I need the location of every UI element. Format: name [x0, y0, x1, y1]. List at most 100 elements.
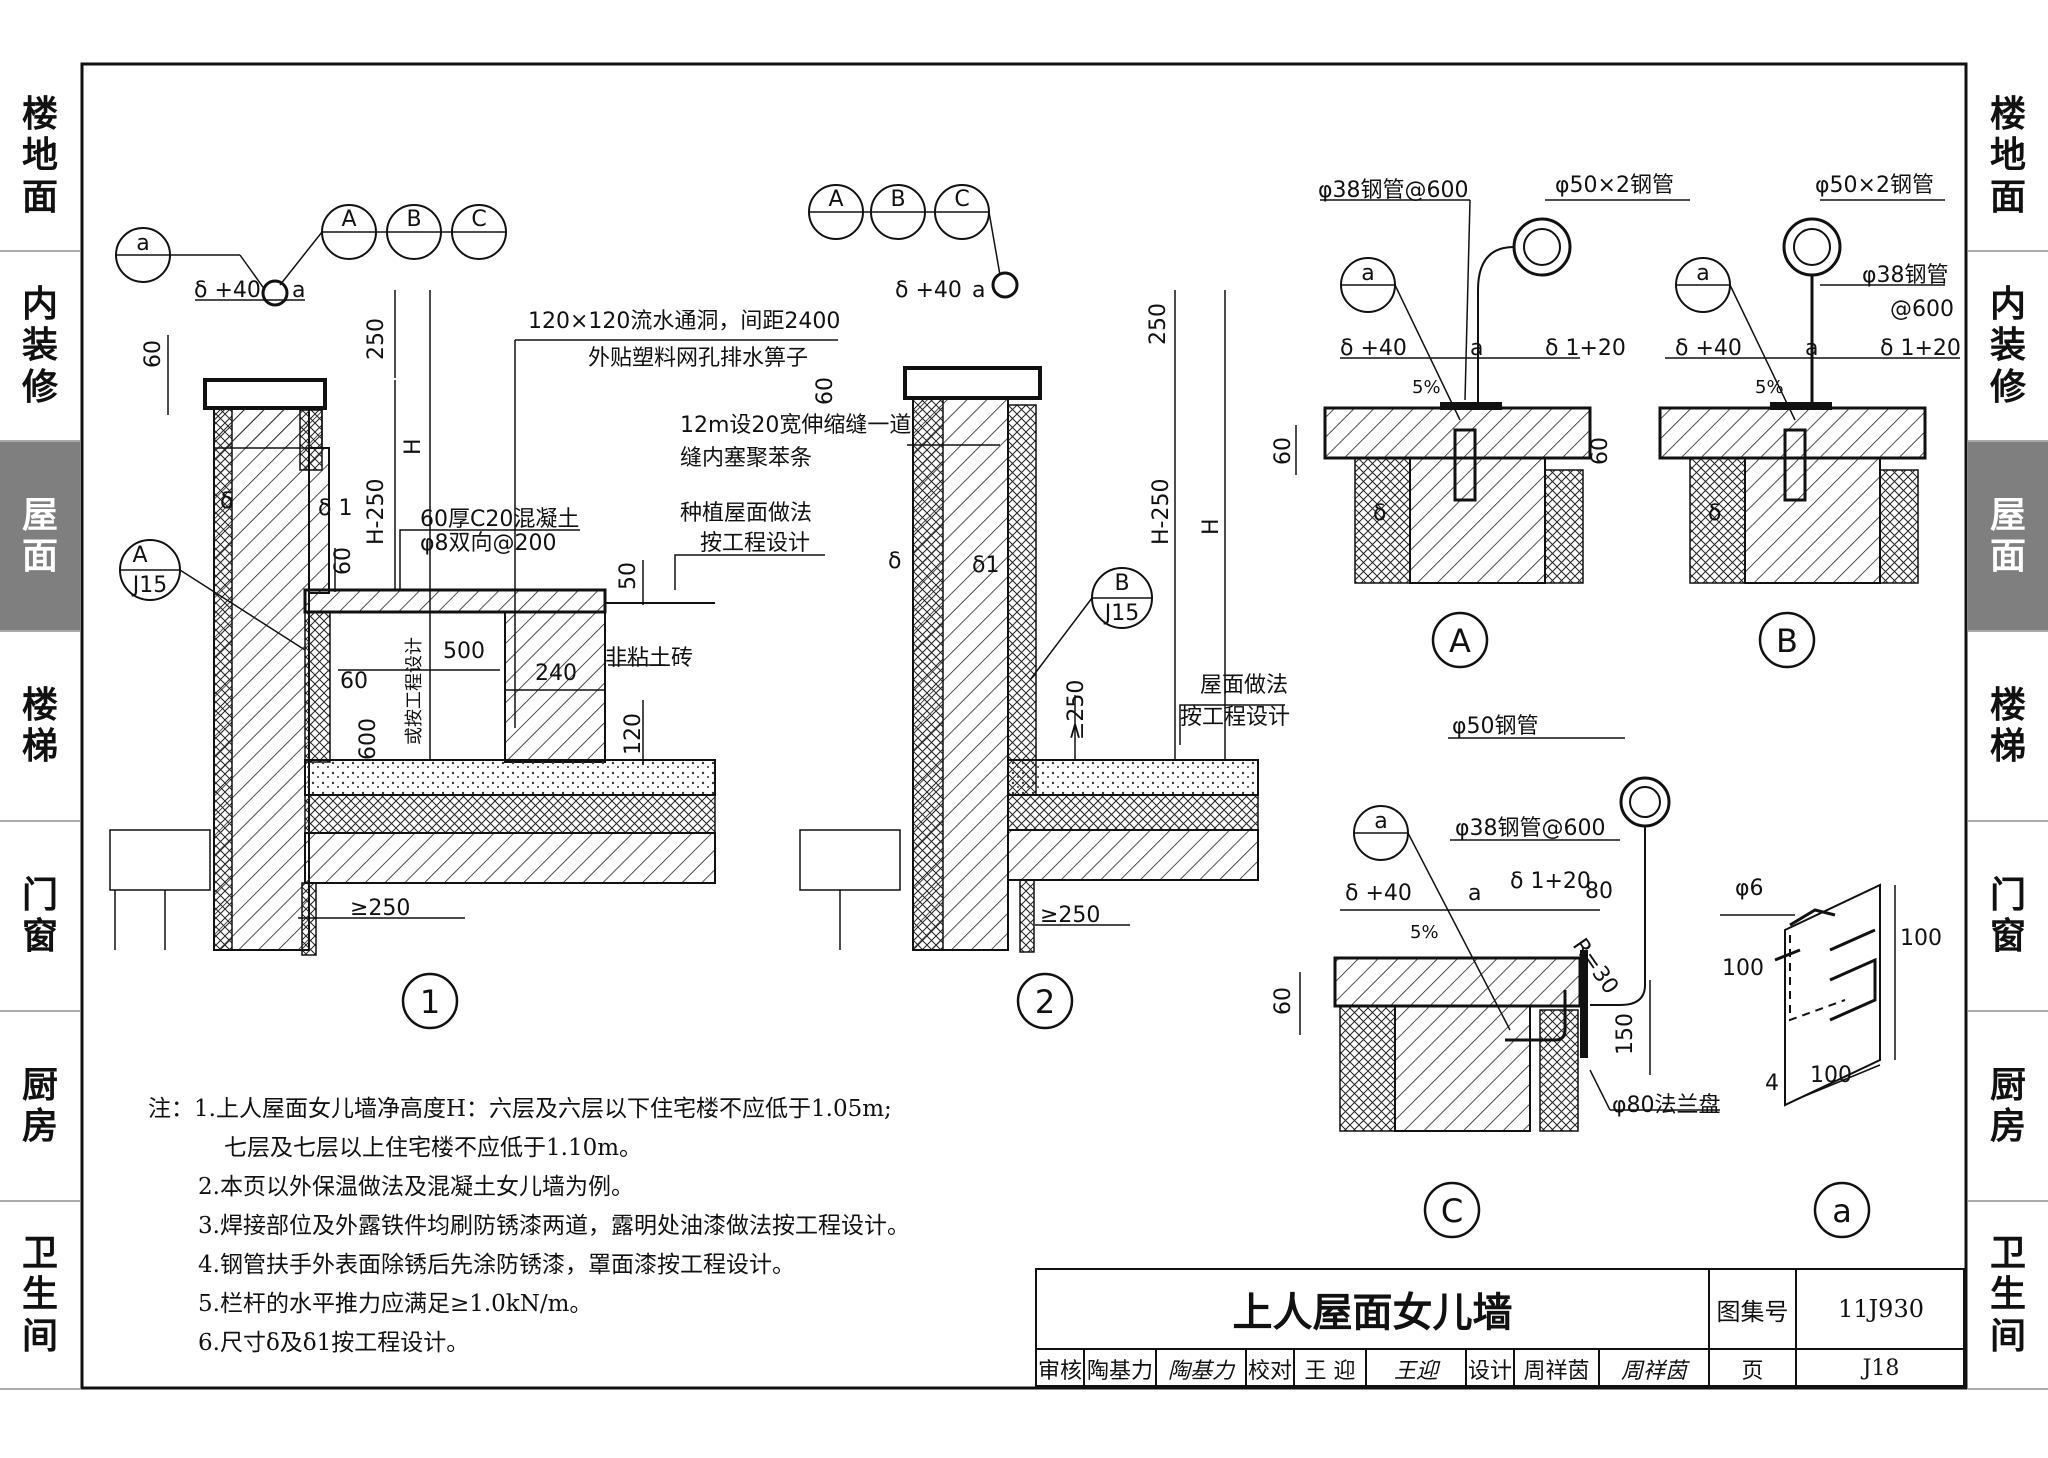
side-tab-char: 楼 — [1989, 684, 2026, 726]
side-tab-char: 地 — [1989, 135, 2026, 177]
side-tab-char: 屋 — [21, 494, 58, 536]
review-label: 审核 — [1037, 1350, 1085, 1387]
side-tab-char: 楼 — [21, 93, 58, 135]
da-d4: 4 — [1765, 1071, 1779, 1096]
dB-pipe50: φ50×2钢管 — [1815, 173, 1934, 198]
note-5: 5.栏杆的水平推力应满足≥1.0kN/m。 — [198, 1291, 593, 1317]
d2-plant2: 按工程设计 — [700, 531, 810, 556]
side-tab-char: 门 — [21, 874, 58, 916]
drawing-frame — [80, 62, 1968, 1390]
d1-d500: 500 — [443, 639, 485, 664]
side-tab-1[interactable]: 内装修 — [0, 252, 80, 442]
ref-C-1: C — [471, 207, 486, 232]
side-tab-char: 生 — [1989, 1274, 2026, 1316]
dC-flange: φ80法兰盘 — [1612, 1093, 1721, 1118]
side-tabs-left: 楼地面内装修屋面楼梯门窗厨房卫生间 — [0, 62, 80, 1390]
detail-1-number-circle — [401, 972, 459, 1030]
d1-num: 1 — [420, 983, 440, 1021]
d1-ge250: ≥250 — [350, 896, 410, 921]
reviewer-name: 陶基力 — [1085, 1350, 1157, 1387]
reviewer-signature: 陶基力 — [1157, 1350, 1247, 1387]
side-tab-3[interactable]: 楼梯 — [0, 632, 80, 822]
dB-pipe38a: φ38钢管 — [1862, 263, 1949, 288]
side-tab-char: 梯 — [21, 726, 58, 767]
side-tab-4[interactable]: 门窗 — [1968, 822, 2048, 1012]
ref-a-j15-circle — [119, 539, 306, 651]
side-tab-char: 楼 — [1989, 93, 2026, 135]
side-tab-char: 卫 — [21, 1232, 58, 1274]
ref-C-2: C — [954, 187, 969, 212]
side-tab-4[interactable]: 门窗 — [0, 822, 80, 1012]
side-tab-3[interactable]: 楼梯 — [1968, 632, 2048, 822]
d1-delta1: δ 1 — [318, 496, 352, 521]
da-num: a — [1832, 1192, 1852, 1230]
d1-conc1: 60厚C20混凝土 — [420, 507, 579, 532]
dB-delta40: δ +40 — [1675, 336, 1742, 361]
side-tab-char: 间 — [21, 1315, 58, 1357]
side-tab-char: 面 — [21, 536, 58, 577]
side-tab-2[interactable]: 屋面 — [0, 442, 80, 632]
dC-a: a — [1468, 881, 1481, 906]
page-number: J18 — [1862, 1356, 1900, 1381]
detail-C-section — [1299, 737, 1720, 1239]
side-tab-char: 厨 — [21, 1064, 58, 1106]
d2-d250: 250 — [1146, 303, 1171, 345]
ref-a-C: a — [1374, 809, 1387, 834]
check-label: 校对 — [1247, 1350, 1295, 1387]
side-tab-5[interactable]: 厨房 — [1968, 1012, 2048, 1202]
dB-num: B — [1776, 622, 1798, 660]
note-6: 6.尺寸δ及δ1按工程设计。 — [198, 1330, 470, 1356]
d2-joint1: 12m设20宽伸缩缝一道 — [680, 413, 911, 438]
detail-1-section — [109, 204, 838, 1030]
dA-pipe50: φ50×2钢管 — [1555, 173, 1674, 198]
d1-d60c: 60 — [340, 669, 368, 694]
d2-H: H — [1199, 518, 1224, 535]
title-block: 上人屋面女儿墙 图集号 11J930 审核 陶基力 陶基力 校对 王 迎 王迎 … — [1035, 1268, 1965, 1387]
side-tab-char: 地 — [21, 135, 58, 177]
atlas-label: 图集号 — [1710, 1270, 1797, 1350]
d2-h250: H-250 — [1149, 479, 1174, 545]
d1-vent1: 120×120流水通洞，间距2400 — [528, 309, 840, 334]
dA-num: A — [1449, 622, 1471, 660]
side-tab-char: 装 — [21, 325, 58, 367]
d1-d60b: 60 — [331, 547, 356, 575]
d1-detailA: A — [132, 543, 147, 568]
ref-A-1: A — [341, 207, 356, 232]
side-tab-char: 厨 — [1989, 1064, 2026, 1106]
detail-B-number-circle — [1758, 611, 1816, 669]
side-tab-1[interactable]: 内装修 — [1968, 252, 2048, 442]
detail-a-labels: φ6 100 100 100 4 a — [1722, 876, 1942, 1230]
dA-a: a — [1470, 336, 1483, 361]
side-tab-2[interactable]: 屋面 — [1968, 442, 2048, 632]
side-tab-5[interactable]: 厨房 — [0, 1012, 80, 1202]
detail-A-labels: φ38钢管@600 φ50×2钢管 δ +40 a δ 1+20 5% 60 δ… — [1271, 173, 1674, 660]
d2-detailB: B — [1114, 571, 1129, 596]
d2-num: 2 — [1035, 983, 1055, 1021]
dA-pipe38: φ38钢管@600 — [1318, 178, 1469, 203]
side-tab-0[interactable]: 楼地面 — [0, 62, 80, 252]
d1-d250: 250 — [364, 318, 389, 360]
d1-h250: H-250 — [364, 479, 389, 545]
detail-C-number-circle — [1423, 1181, 1481, 1239]
side-tab-char: 楼 — [21, 684, 58, 726]
designer-signature: 周祥茵 — [1600, 1350, 1710, 1387]
side-tab-char: 面 — [1989, 176, 2026, 218]
dA-delta40: δ +40 — [1340, 336, 1407, 361]
side-tab-char: 窗 — [1989, 916, 2026, 957]
d2-roof2: 按工程设计 — [1180, 705, 1290, 730]
dB-delta120: δ 1+20 — [1880, 336, 1961, 361]
da-d100a: 100 — [1722, 956, 1764, 981]
dA-slope: 5% — [1412, 377, 1441, 398]
checker-signature: 王迎 — [1367, 1350, 1467, 1387]
side-tab-char: 间 — [1989, 1315, 2026, 1357]
dC-pipe50: φ50钢管 — [1452, 714, 1539, 739]
d1-detailJ15: J15 — [131, 573, 167, 598]
side-tab-6[interactable]: 卫生间 — [0, 1202, 80, 1390]
side-tab-char: 房 — [1989, 1106, 2026, 1147]
d2-plant1: 种植屋面做法 — [680, 501, 812, 526]
side-tab-6[interactable]: 卫生间 — [1968, 1202, 2048, 1390]
side-tab-0[interactable]: 楼地面 — [1968, 62, 2048, 252]
d1-d120: 120 — [621, 713, 646, 755]
note-4: 4.钢管扶手外表面除锈后先涂防锈漆，罩面漆按工程设计。 — [198, 1252, 795, 1278]
